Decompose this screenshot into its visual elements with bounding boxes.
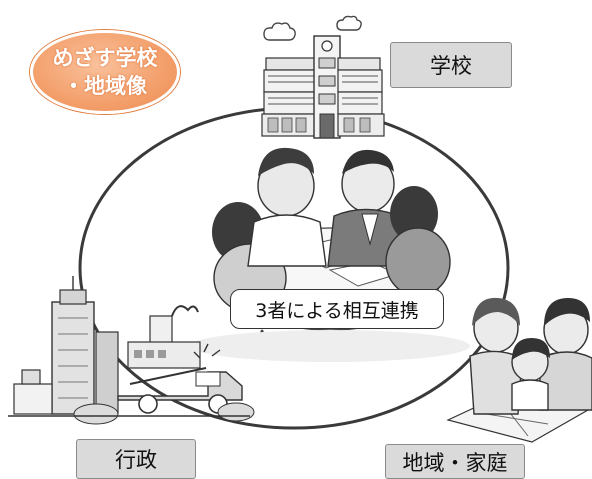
family-icon	[446, 297, 592, 443]
collaboration-label: 3者による相互連携	[230, 289, 444, 329]
government-city-icon	[8, 276, 255, 425]
goal-line-2: ・地域像	[63, 74, 147, 98]
meeting-people-icon	[190, 147, 470, 362]
school-building-icon	[261, 15, 385, 139]
goal-badge: めざす学校 ・地域像	[30, 30, 180, 114]
community-label: 地域・家庭	[385, 444, 525, 479]
goal-line-1: めざす学校	[52, 46, 158, 70]
admin-label: 行政	[76, 439, 196, 479]
school-label: 学校	[390, 42, 512, 88]
